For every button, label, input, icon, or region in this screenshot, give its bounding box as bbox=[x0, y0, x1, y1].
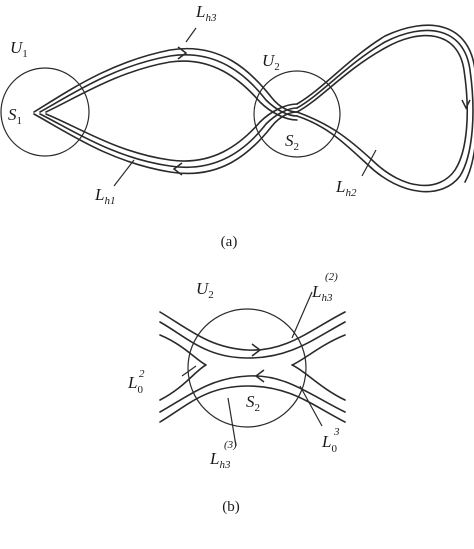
label-l0-3: L0 bbox=[321, 432, 337, 455]
label-lh3-3-sup: (3) bbox=[224, 439, 237, 451]
label-l0-2-sup: 2 bbox=[139, 368, 145, 380]
neighborhood-circle-u1 bbox=[0, 67, 90, 157]
label-s2: S2 bbox=[285, 131, 299, 153]
label-l0-2: L0 bbox=[127, 373, 143, 396]
leader-lh3-3 bbox=[227, 397, 237, 447]
leader-l0-2 bbox=[181, 365, 197, 377]
label-lh1: Lh1 bbox=[94, 185, 115, 207]
label-u2-zoom: U2 bbox=[196, 279, 214, 301]
leader-lh1 bbox=[113, 159, 135, 187]
label-lh3-3: Lh3 bbox=[209, 449, 231, 471]
label-l0-3-sup: 3 bbox=[333, 426, 340, 438]
neighborhood-circle-u2 bbox=[253, 70, 341, 158]
leader-lh2 bbox=[361, 149, 377, 177]
label-lh3-2: Lh3 bbox=[311, 282, 333, 304]
label-lh3-2-sup: (2) bbox=[325, 271, 338, 283]
panel-a: U1 S1 Lh3 U2 S2 Lh1 Lh2 (a) bbox=[0, 2, 474, 250]
orbit-right-lobe bbox=[296, 24, 474, 193]
lower-band bbox=[159, 375, 346, 423]
leader-l0-3 bbox=[299, 385, 323, 427]
upper-band bbox=[159, 311, 346, 401]
flow-arrow-lh3 bbox=[177, 46, 188, 60]
caption-b: (b) bbox=[222, 499, 240, 515]
label-lh3: Lh3 bbox=[195, 2, 217, 24]
label-s2-zoom: S2 bbox=[246, 392, 260, 414]
flow-arrow-lh2 bbox=[461, 99, 471, 110]
label-lh2: Lh2 bbox=[335, 177, 357, 199]
panel-b: U2 Lh3 (2) L0 2 S2 Lh3 (3) L0 3 (b) bbox=[127, 271, 346, 515]
leader-lh3-2 bbox=[291, 291, 313, 339]
flow-arrow-upper bbox=[251, 343, 262, 357]
orbit-left-lobe bbox=[33, 47, 298, 175]
flow-arrow-lower bbox=[254, 369, 265, 383]
leader-lh3 bbox=[185, 27, 197, 43]
label-s1: S1 bbox=[8, 105, 22, 127]
neighborhood-circle-u2-zoom bbox=[187, 308, 307, 428]
flow-arrow-lh1 bbox=[172, 162, 183, 176]
caption-a: (a) bbox=[221, 234, 238, 250]
label-u1: U1 bbox=[10, 38, 28, 60]
label-u2: U2 bbox=[262, 51, 280, 73]
